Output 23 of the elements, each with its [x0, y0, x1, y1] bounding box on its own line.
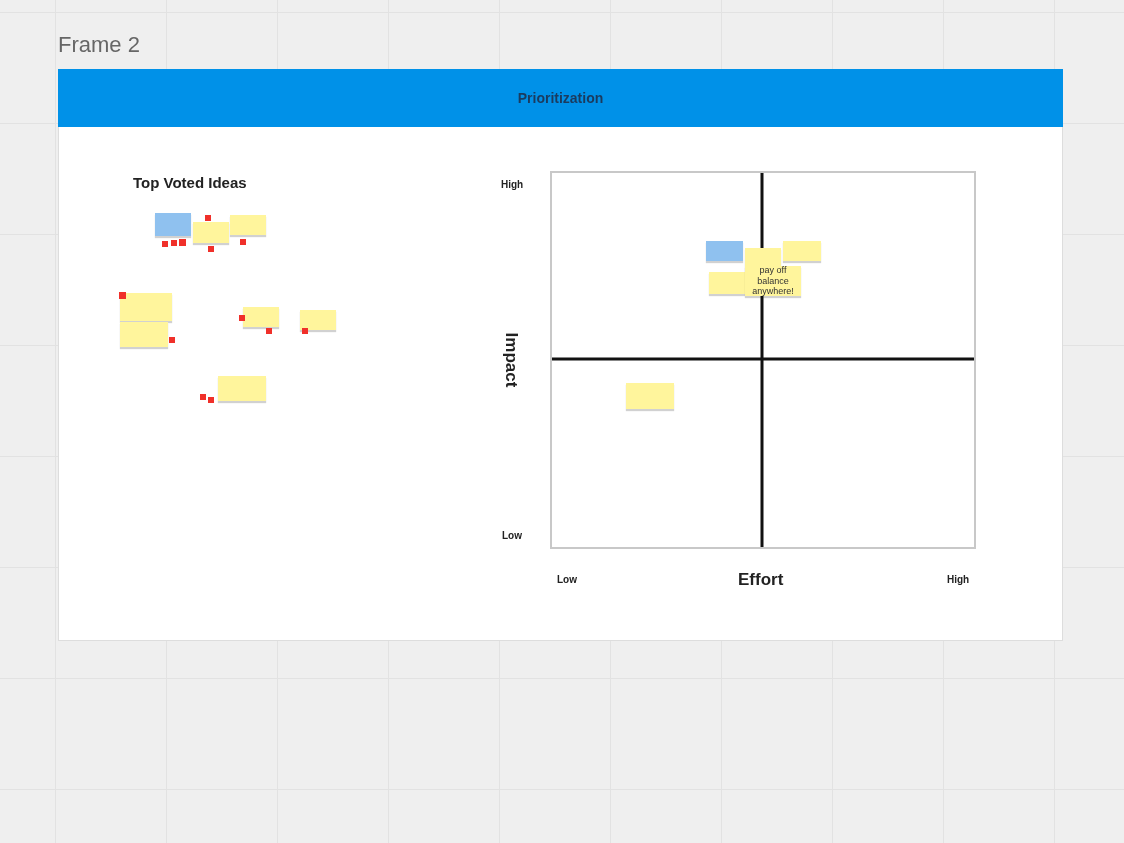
sticky-note: [783, 241, 821, 261]
sticky-note: [230, 215, 266, 235]
frame-title: Frame 2: [58, 32, 140, 58]
sticky-note: [706, 241, 743, 261]
sticky-note: [709, 272, 745, 294]
sticky-note: [243, 307, 279, 327]
section-heading: Top Voted Ideas: [133, 174, 247, 191]
sticky-note: [218, 376, 266, 401]
sticky-note: [120, 322, 168, 347]
axis-title: Effort: [738, 570, 784, 590]
axis-label: Low: [502, 530, 522, 541]
axis-label: High: [501, 179, 524, 190]
axis-title: Impact: [501, 332, 521, 388]
sticky-note: [155, 213, 191, 236]
sticky-note: [300, 310, 336, 330]
sticky-note: [626, 383, 674, 409]
header-band: [58, 69, 1063, 127]
header-title: Prioritization: [517, 90, 604, 106]
sticky-note: [120, 293, 172, 321]
sticky-note: pay off balance anywhere!: [745, 266, 801, 296]
axis-label: High: [947, 574, 970, 585]
sticky-note: [193, 222, 229, 243]
axis-label: Low: [557, 574, 577, 585]
